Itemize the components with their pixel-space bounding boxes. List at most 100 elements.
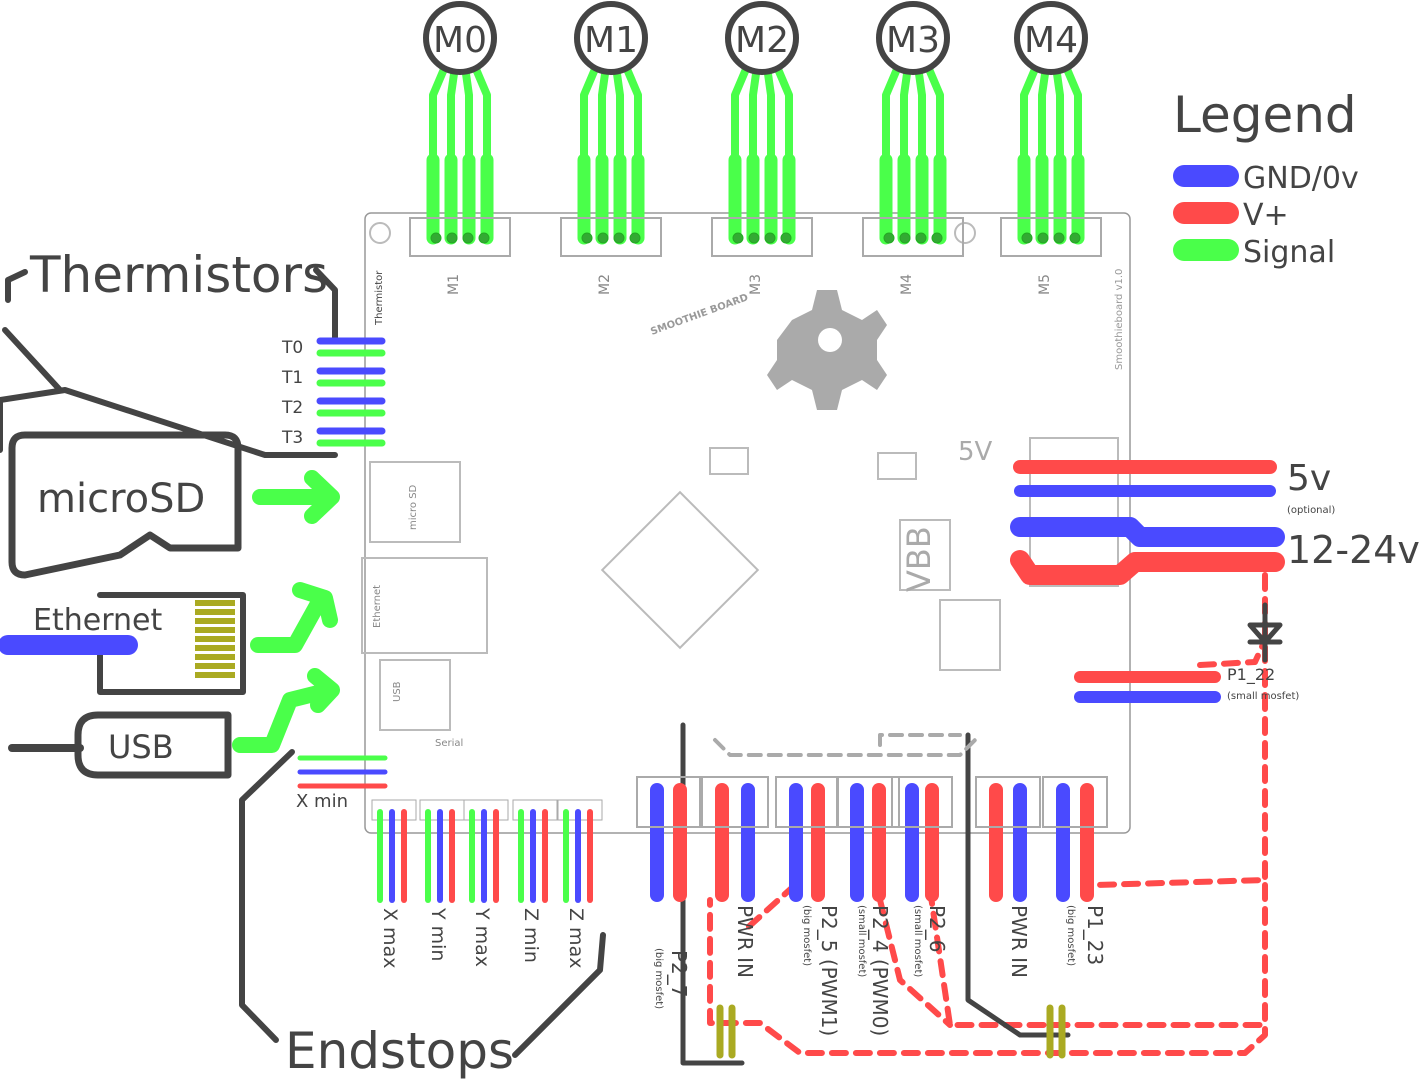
connector-pin — [732, 232, 744, 244]
usb-plug — [74, 711, 232, 779]
main-gnd-wire — [1010, 517, 1285, 547]
ethernet-plug — [97, 592, 246, 695]
motor-circle — [1014, 1, 1088, 75]
xmin-label: X min — [296, 791, 348, 812]
microsd-card — [8, 431, 242, 579]
endstops-bracket — [239, 749, 295, 1043]
p1-22-note: (small mosfet) — [1227, 691, 1299, 702]
legend-label: V+ — [1243, 198, 1289, 233]
motor-connector — [560, 217, 662, 257]
connector-pin — [446, 232, 458, 244]
connector-pin — [613, 232, 625, 244]
motor-m0: M0 — [409, 1, 511, 257]
ethernet-arrow — [250, 582, 338, 653]
ground-wire — [965, 732, 1071, 1038]
connector-pin — [581, 232, 593, 244]
output-label: P2_4 (PWM0) — [868, 905, 892, 1036]
output-connector — [975, 776, 1041, 828]
endstop-label: Z min — [520, 908, 542, 963]
board: Thermistor Smoothieboard v1.0 SMOOTHIE B… — [361, 212, 1131, 834]
board-serial-label: Serial — [435, 738, 463, 749]
motor-m3: M3 — [862, 1, 964, 257]
ethernet-pin — [195, 663, 235, 669]
output-connector — [836, 776, 900, 828]
motor-label: M3 — [886, 20, 940, 61]
motor-circle — [423, 1, 497, 75]
output-connector — [1042, 776, 1108, 828]
motor-connector — [862, 217, 964, 257]
motor-label: M1 — [584, 20, 638, 61]
thermistor-label-t0: T0 — [281, 338, 303, 358]
ethernet-pin — [195, 627, 235, 633]
ethernet-pin — [195, 600, 235, 606]
ethernet-pin — [195, 609, 235, 615]
connector-pin — [430, 232, 442, 244]
dashed-vplus — [707, 882, 1268, 1056]
board-usb-label: USB — [392, 681, 403, 702]
thermistor-bracket — [2, 327, 63, 393]
processor-chip — [600, 490, 760, 650]
output-note: (small mosfet) — [912, 905, 923, 977]
output-note: (big mosfet) — [1065, 905, 1076, 966]
board-name: Smoothieboard v1.0 — [1114, 269, 1125, 370]
legend-label: Signal — [1243, 235, 1335, 270]
motor-m1: M1 — [560, 1, 662, 257]
microsd-arrow — [252, 470, 340, 524]
thermistor-bracket — [5, 269, 28, 303]
board-motor-label: M2 — [597, 274, 613, 295]
connector-pin — [478, 232, 490, 244]
ethernet-pin — [195, 645, 235, 651]
connector-pin — [629, 232, 641, 244]
thermistor-bracket — [313, 267, 338, 343]
endstop-label: X max — [379, 908, 401, 968]
main-power-label: 12-24v — [1287, 528, 1420, 572]
board-motor-label: M4 — [899, 274, 915, 295]
motor-m4: M4 — [1000, 1, 1102, 257]
output-note: (big mosfet) — [653, 948, 664, 1009]
output-connector — [891, 776, 953, 828]
endstop-label: Z max — [565, 908, 587, 968]
connector-pin — [915, 232, 927, 244]
connector-pin — [748, 232, 760, 244]
5v-note: (optional) — [1287, 505, 1335, 516]
motor-connector — [409, 217, 511, 257]
board-5v-label: 5V — [958, 437, 993, 467]
board-motor-label: M3 — [748, 274, 764, 295]
component-outline — [877, 452, 917, 480]
output-label: P1_23 — [1083, 905, 1107, 965]
output-label: P2_7 — [667, 950, 691, 998]
board-motor-label: M1 — [446, 274, 462, 295]
dashed-vplus — [742, 882, 1268, 1028]
motor-label: M2 — [735, 20, 789, 61]
usb-label: USB — [108, 728, 174, 766]
5v-label: 5v — [1287, 458, 1331, 499]
motor-connector — [711, 217, 813, 257]
ethernet-jack-outline — [361, 557, 488, 654]
motor-label: M4 — [1024, 20, 1078, 61]
endstop-label: Y max — [471, 907, 493, 967]
dashed-vplus — [1197, 637, 1268, 668]
gear-logo-hole — [818, 328, 842, 352]
motor-circle — [876, 1, 950, 75]
motor-circle — [574, 1, 648, 75]
connector-pin — [899, 232, 911, 244]
thermistor-label-t3: T3 — [281, 428, 303, 448]
ethernet-pin — [195, 636, 235, 642]
p1-22-label: P1_22 — [1227, 665, 1275, 685]
output-note: (small mosfet) — [856, 905, 867, 977]
motors: M0 M1 M2 M3 M4 — [409, 1, 1102, 257]
connector-pin — [883, 232, 895, 244]
power-connector-outline — [1029, 437, 1119, 587]
mounting-hole — [369, 222, 391, 244]
microsd-label: microSD — [37, 476, 205, 522]
output-connector — [701, 776, 769, 828]
component-outline — [939, 599, 1001, 671]
motor-label: M0 — [433, 20, 487, 61]
connector-pin — [597, 232, 609, 244]
thermistors-label: Thermistors — [29, 246, 328, 304]
ethernet-pin — [195, 618, 235, 624]
